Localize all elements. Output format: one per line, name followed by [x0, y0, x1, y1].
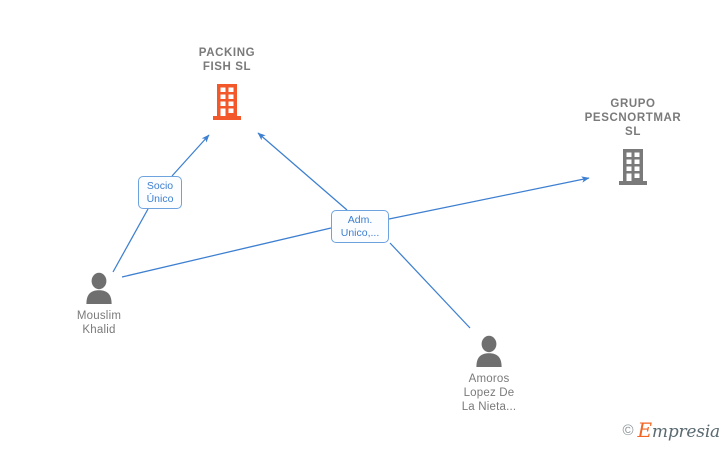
- person-icon: [86, 272, 112, 304]
- person-icon-wrap: [24, 272, 174, 304]
- node-grupo-pescnortmar[interactable]: GRUPO PESCNORTMAR SL: [558, 97, 708, 187]
- edge-socio-to-packing: [171, 134, 210, 177]
- building-icon-wrap: [152, 82, 302, 122]
- node-label-mouslim-khalid: Mouslim Khalid: [76, 310, 122, 336]
- relationship-box-socio-unico[interactable]: Socio Único: [138, 176, 182, 209]
- relationship-box-adm-unico[interactable]: Adm. Unico,...: [331, 210, 389, 243]
- person-icon: [476, 335, 502, 367]
- building-icon: [213, 84, 241, 120]
- copyright-icon: ©: [622, 421, 634, 439]
- brand-wordmark: Empresia: [638, 418, 721, 442]
- person-icon-wrap: [414, 335, 564, 367]
- node-label-grupo-pescnortmar: GRUPO PESCNORTMAR SL: [584, 98, 682, 138]
- edge-mouslim-to-adm: [121, 227, 332, 278]
- building-icon-wrap: [558, 147, 708, 187]
- node-packing-fish[interactable]: PACKING FISH SL: [152, 46, 302, 122]
- brand-initial: E: [637, 418, 653, 442]
- brand-rest: mpresia: [651, 422, 720, 442]
- edge-adm-to-packing: [257, 132, 348, 211]
- node-mouslim-khalid[interactable]: Mouslim Khalid: [24, 272, 174, 337]
- edge-mouslim-to-socio: [112, 208, 149, 273]
- node-label-packing-fish: PACKING FISH SL: [198, 47, 256, 73]
- empresia-watermark: © Empresia: [622, 418, 720, 442]
- node-amoros-lopez[interactable]: Amoros Lopez De La Nieta...: [414, 335, 564, 414]
- node-label-amoros-lopez: Amoros Lopez De La Nieta...: [461, 373, 517, 413]
- edge-adm-to-pescnortmar: [388, 176, 590, 220]
- edge-amoros-to-adm: [389, 242, 471, 329]
- building-icon: [619, 149, 647, 185]
